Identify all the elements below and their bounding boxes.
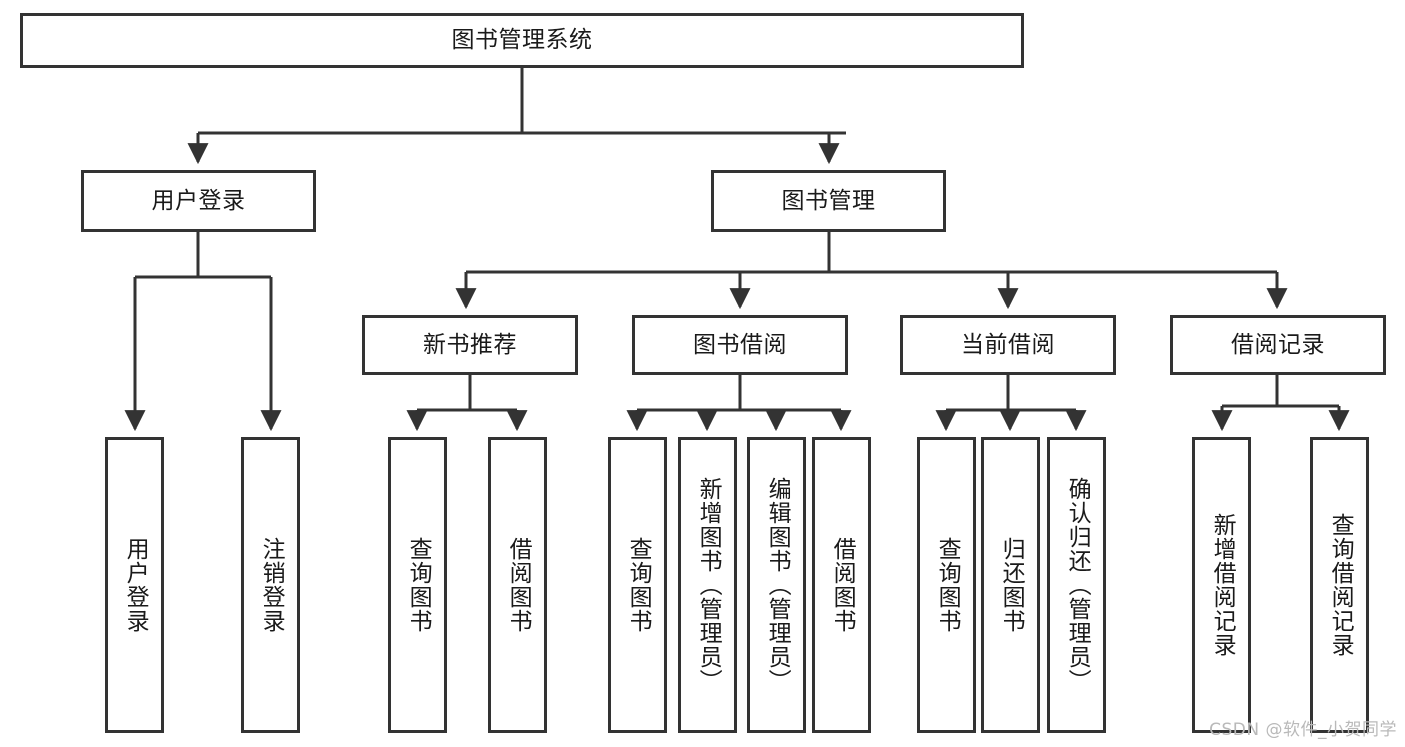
node-leaf-user-login[interactable]: 用户登录	[105, 437, 164, 733]
node-new-book-rec[interactable]: 新书推荐	[362, 315, 578, 375]
node-leaf-query-book-1[interactable]: 查询图书	[388, 437, 447, 733]
node-book-borrow-label: 图书借阅	[693, 331, 787, 358]
node-leaf-query-record-label: 查询借阅记录	[1327, 513, 1354, 657]
node-leaf-borrow-book-2[interactable]: 借阅图书	[812, 437, 871, 733]
node-leaf-query-record[interactable]: 查询借阅记录	[1310, 437, 1369, 733]
node-current-borrow-label: 当前借阅	[961, 331, 1055, 358]
node-leaf-user-login-label: 用户登录	[122, 537, 149, 633]
node-leaf-confirm-return[interactable]: 确认归还（管理员）	[1047, 437, 1106, 733]
node-leaf-logout[interactable]: 注销登录	[241, 437, 300, 733]
node-user-login[interactable]: 用户登录	[81, 170, 316, 232]
node-leaf-borrow-book-2-label: 借阅图书	[829, 537, 856, 633]
watermark: CSDN @软件_小贺同学	[1209, 720, 1397, 740]
node-book-manage[interactable]: 图书管理	[711, 170, 946, 232]
node-leaf-query-book-3[interactable]: 查询图书	[917, 437, 976, 733]
node-user-login-label: 用户登录	[151, 187, 246, 214]
node-borrow-record[interactable]: 借阅记录	[1170, 315, 1386, 375]
node-book-borrow[interactable]: 图书借阅	[632, 315, 848, 375]
node-new-book-rec-label: 新书推荐	[423, 331, 517, 358]
node-leaf-query-book-3-label: 查询图书	[934, 537, 961, 633]
node-leaf-add-book-label: 新增图书（管理员）	[695, 477, 722, 693]
node-leaf-return-book-label: 归还图书	[998, 537, 1025, 633]
node-current-borrow[interactable]: 当前借阅	[900, 315, 1116, 375]
node-leaf-query-book-2[interactable]: 查询图书	[608, 437, 667, 733]
node-root[interactable]: 图书管理系统	[20, 13, 1024, 68]
node-leaf-return-book[interactable]: 归还图书	[981, 437, 1040, 733]
node-leaf-query-book-1-label: 查询图书	[405, 537, 432, 633]
node-leaf-add-book[interactable]: 新增图书（管理员）	[678, 437, 737, 733]
node-leaf-edit-book[interactable]: 编辑图书（管理员）	[747, 437, 806, 733]
node-leaf-confirm-return-label: 确认归还（管理员）	[1064, 477, 1091, 693]
node-leaf-query-book-2-label: 查询图书	[625, 537, 652, 633]
node-leaf-borrow-book-1-label: 借阅图书	[505, 537, 532, 633]
node-root-label: 图书管理系统	[451, 27, 593, 54]
node-leaf-logout-label: 注销登录	[258, 537, 285, 633]
node-leaf-add-record[interactable]: 新增借阅记录	[1192, 437, 1251, 733]
node-leaf-edit-book-label: 编辑图书（管理员）	[764, 477, 791, 693]
node-borrow-record-label: 借阅记录	[1231, 331, 1325, 358]
node-leaf-borrow-book-1[interactable]: 借阅图书	[488, 437, 547, 733]
node-book-manage-label: 图书管理	[781, 187, 876, 214]
node-leaf-add-record-label: 新增借阅记录	[1209, 513, 1236, 657]
